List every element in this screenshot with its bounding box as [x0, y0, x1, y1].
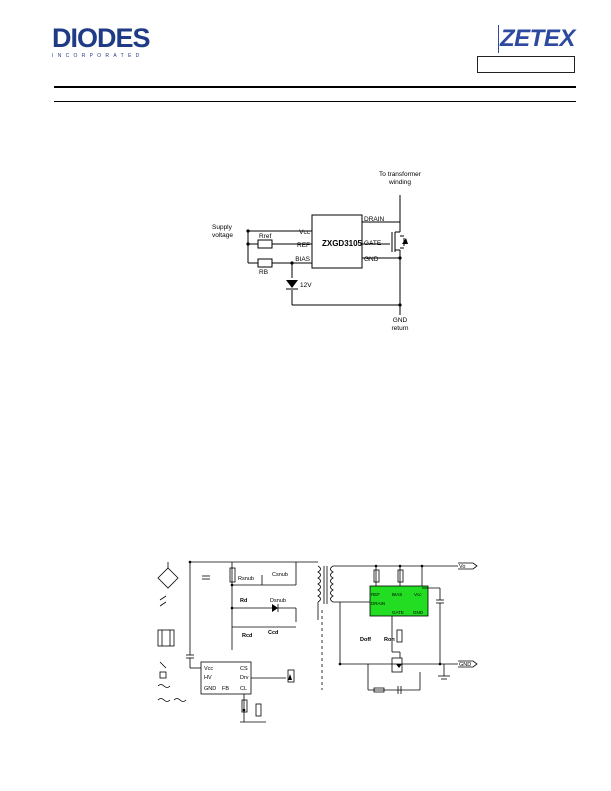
- ic-vcc-label: Vcc: [414, 592, 422, 597]
- zetex-logo-bar: [498, 25, 499, 53]
- ctrl-hv-label: HV: [204, 675, 212, 681]
- header-rule-bottom: [54, 101, 576, 102]
- ic-name-label: ZXGD3105: [322, 239, 363, 248]
- rb-label: RB: [259, 269, 268, 276]
- rsnub-resistor: [229, 567, 236, 583]
- ctrl-gnd-label: GND: [204, 686, 216, 692]
- gnd-out-label: GND: [459, 662, 471, 668]
- doff-label: Doff: [360, 637, 371, 643]
- header-rule-top: [54, 86, 576, 88]
- ctrl-vcc-label: Vcc: [204, 666, 213, 672]
- pin-drain-label: DRAIN: [364, 216, 385, 223]
- gnd-output-port: [458, 660, 478, 668]
- zener-label: 12V: [300, 282, 312, 289]
- primary-mosfet-icon: [287, 669, 295, 683]
- supply-label-line1: Supply: [212, 224, 233, 231]
- bridge-rectifier-icon: [157, 567, 179, 589]
- pin-bias-label: BIAS: [295, 256, 310, 263]
- zxgd-ic-box: [369, 585, 429, 617]
- rd-label: Rd: [240, 598, 247, 604]
- zetex-logo: ZETEX: [500, 25, 575, 52]
- ic-gate-label: GATE: [392, 610, 404, 615]
- diodes-logo: DIODES: [52, 23, 151, 53]
- dsnub-label: Dsnub: [270, 598, 286, 604]
- pin-vcc-label: Vcc: [299, 229, 311, 236]
- rref-label: Rref: [259, 233, 271, 240]
- ic-zxgd3105-box: [311, 214, 363, 269]
- ic-bias-label: BIAS: [392, 592, 402, 597]
- header-part-number-box: [477, 56, 575, 73]
- rsnub-label: Rsnub: [238, 576, 254, 582]
- pin-gnd-label: GND: [364, 256, 379, 263]
- zener-diode-icon: [286, 280, 298, 288]
- gnd-return-label-line1: GND: [393, 317, 408, 324]
- ctrl-dr-label: Drv: [240, 675, 249, 681]
- ic-gnd-label: GND: [413, 610, 424, 615]
- ron-resistor: [396, 629, 403, 643]
- transformer-label-line2: winding: [388, 179, 411, 186]
- ron-label: Ron: [384, 637, 395, 643]
- vo-output-port: [458, 562, 478, 570]
- ic-ref-label: REF: [371, 592, 380, 597]
- transformer-primary-icon: [317, 565, 321, 603]
- vo-label: Vo: [459, 564, 465, 570]
- csnub-label: Csnub: [272, 572, 288, 578]
- rcd-label: Rcd: [242, 633, 252, 639]
- ccd-label: Ccd: [268, 630, 278, 636]
- supply-label-line2: voltage: [212, 232, 233, 239]
- input-choke-icon: [157, 629, 175, 647]
- ic-drain-label: DRAIN: [371, 601, 385, 606]
- dsnub-diode-icon: [272, 604, 278, 612]
- ctrl-cs-label: CS: [240, 666, 248, 672]
- gnd-return-label-line2: return: [392, 325, 409, 332]
- mosfet-body-diode-icon: [402, 238, 408, 244]
- transformer-secondary-icon: [330, 565, 334, 603]
- ctrl-fb-label: FB: [222, 686, 229, 692]
- pin-gate-label: GATE: [364, 240, 382, 247]
- pin-ref-label: REF: [297, 242, 310, 249]
- secondary-mosfet-icon: [391, 657, 403, 673]
- diodes-logo-subtitle: INCORPORATED: [52, 53, 144, 59]
- ctrl-cl-label: CL: [240, 686, 247, 692]
- transformer-label-line1: To transformer: [379, 171, 422, 178]
